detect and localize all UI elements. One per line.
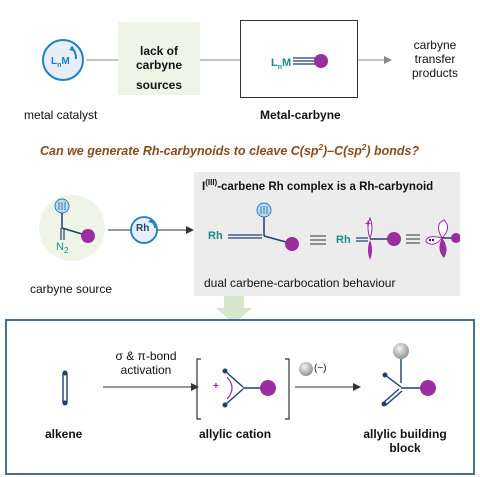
metal-carbyne-box: LnM <box>240 20 358 98</box>
research-question: Can we generate Rh-carbynoids to cleave … <box>40 143 420 159</box>
activation-label: σ & π-bond activation <box>101 349 191 377</box>
rh-carbynoid-panel: I(III)-carbene Rh complex is a Rh-carbyn… <box>194 172 460 296</box>
metal-catalyst-icon: LnM <box>40 37 86 83</box>
rh-struct2-label: Rh <box>336 234 351 246</box>
nucleophile-charge: (−) <box>314 363 327 374</box>
metal-catalyst-label: metal catalyst <box>24 108 98 122</box>
rh-catalyst-icon: Rh <box>128 214 160 246</box>
activation-line1: σ & π-bond <box>115 349 177 363</box>
panel-title: I(III)-carbene Rh complex is a Rh-carbyn… <box>202 178 434 193</box>
alkene-label: alkene <box>45 427 83 441</box>
metal-carbyne-label: Metal-carbyne <box>260 108 341 122</box>
svg-text:+: + <box>365 219 371 230</box>
carbyne-source-label: carbyne source <box>30 282 113 296</box>
rh-carbene-structures: + <box>228 202 460 260</box>
allylic-cation-label: allylic cation <box>199 427 272 441</box>
top-connector <box>86 56 392 64</box>
carbyne-source-structure <box>30 188 110 268</box>
down-block-arrow <box>216 296 252 324</box>
carbyne-products-label: carbyne transfer products <box>400 38 470 80</box>
metal-carbyne-structure: LnM <box>271 54 328 71</box>
nucleophile-arrow <box>295 362 361 391</box>
lack-box-line2: sources <box>135 78 183 92</box>
rh-struct1-label: Rh <box>208 230 223 242</box>
rh-catalyst-label: Rh <box>136 223 150 234</box>
building-block-label: allylic building block <box>345 427 465 455</box>
alkene-structure <box>62 370 68 406</box>
allylic-building-block-structure <box>381 343 436 407</box>
lack-of-carbyne-box: lack of carbyne sources <box>118 22 200 95</box>
bottom-panel: alkene σ & π-bond activation + allylic c… <box>5 319 475 475</box>
lack-box-line1: lack of carbyne <box>135 44 183 72</box>
allylic-cation-charge: + <box>213 381 219 392</box>
activation-line2: activation <box>120 363 172 377</box>
svg-text:LnM: LnM <box>51 56 70 69</box>
activation-arrow <box>103 383 199 391</box>
products-line1: carbyne <box>413 38 457 52</box>
allylic-cation-structure <box>196 358 290 420</box>
panel-caption: dual carbene-carbocation behaviour <box>204 276 396 290</box>
products-line3: products <box>411 66 459 80</box>
n2-label: N2 <box>56 241 69 256</box>
svg-text:LnM: LnM <box>271 57 291 71</box>
products-line2: transfer <box>414 52 456 66</box>
building-block-line1: allylic building <box>363 427 447 441</box>
building-block-line2: block <box>389 441 421 455</box>
